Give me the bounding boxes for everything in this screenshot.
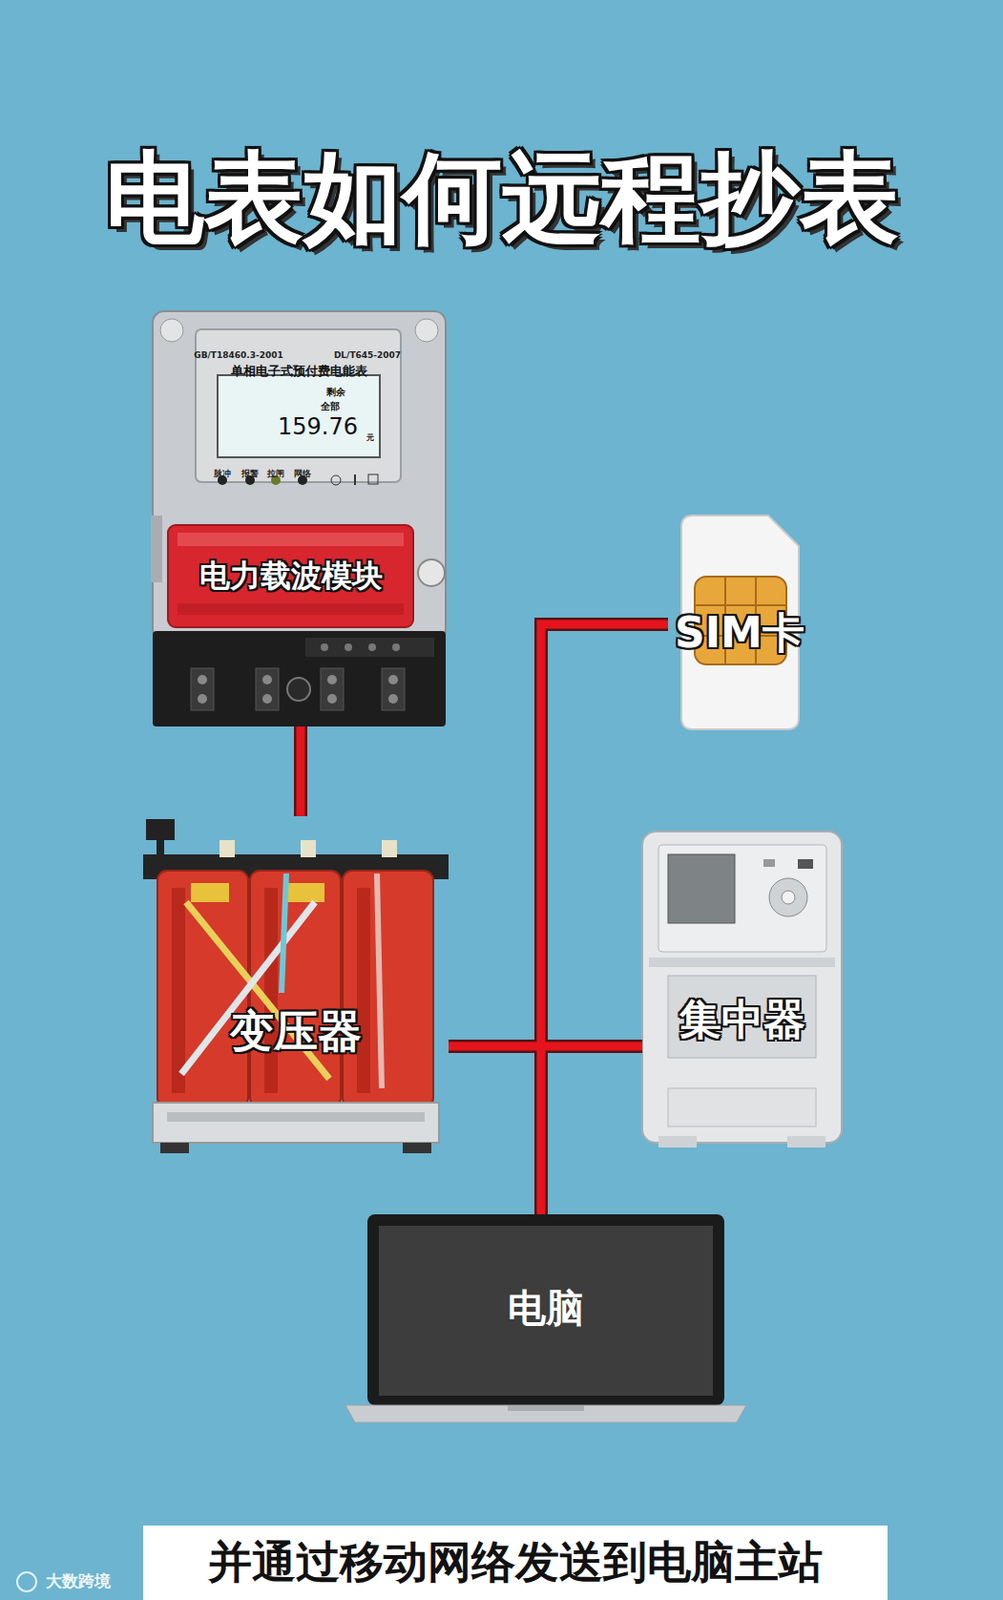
label-box: 全部 [234,395,426,414]
concentrator-illustration [642,831,842,1148]
text-label: 拉闸 [267,468,285,481]
concentrator-box: 集中器 [642,831,842,1143]
node-label: 变压器 [229,1004,362,1058]
text-label: DL/T645-2007 [334,349,401,362]
label-box: 报警 [154,461,346,481]
node-label: 集中器 [679,994,806,1045]
red-wire [541,624,669,1214]
wire-outline [293,726,308,816]
text-label: GB/T18460.3-2001 [193,349,283,362]
label-box: 剩余 [240,380,432,399]
wire-outline [541,624,669,1214]
transformer-illustration [143,818,449,1153]
text-label: 报警 [241,468,259,481]
node-label: 电脑 [507,1284,585,1331]
title-box: 电表如何远程抄表 [0,138,1003,258]
caption-box: 并通过移动网络发送到电脑主站 [143,1525,888,1600]
sim-card-box: SIM卡 [668,515,812,730]
caption-bar [143,1525,888,1600]
text-label: 大数跨境 [45,1569,111,1593]
meter-illustration [150,311,446,727]
red-wire [296,726,306,816]
meter-box: 电力载波模块 单相电子式预付费电能表 [152,311,446,727]
carrier-module-box: 电力载波模块 [167,524,414,627]
node-label: 单相电子式预付费电能表 [230,363,368,379]
node-label: SIM卡 [674,607,805,659]
transformer-box: 变压器 [143,815,449,1153]
label-box: 大数跨境 [0,1569,174,1593]
label-box: 元 [274,425,466,444]
label-box: DL/T645-2007 [271,343,463,362]
label-box: GB/T18460.3-2001 [143,343,335,362]
label-box: 159.76 [222,411,414,444]
label-box: 脉冲 [126,461,318,481]
node-label: 电力载波模块 [199,557,383,594]
title: 电表如何远程抄表 [104,138,899,258]
watermark-logo [17,1571,37,1591]
label-box: 拉闸 [180,461,372,481]
text-label: 元 [366,432,375,443]
text-label: 脉冲 [213,468,231,481]
laptop-illustration [345,1213,747,1422]
text-label: 网络 [293,468,312,481]
text-label: 159.76 [277,411,358,444]
label-box: 网络 [207,461,398,481]
text-label: 剩余 [326,385,346,399]
computer-box: 电脑 [367,1213,725,1405]
text-label: 全部 [320,399,340,414]
caption: 并通过移动网络发送到电脑主站 [208,1532,823,1592]
